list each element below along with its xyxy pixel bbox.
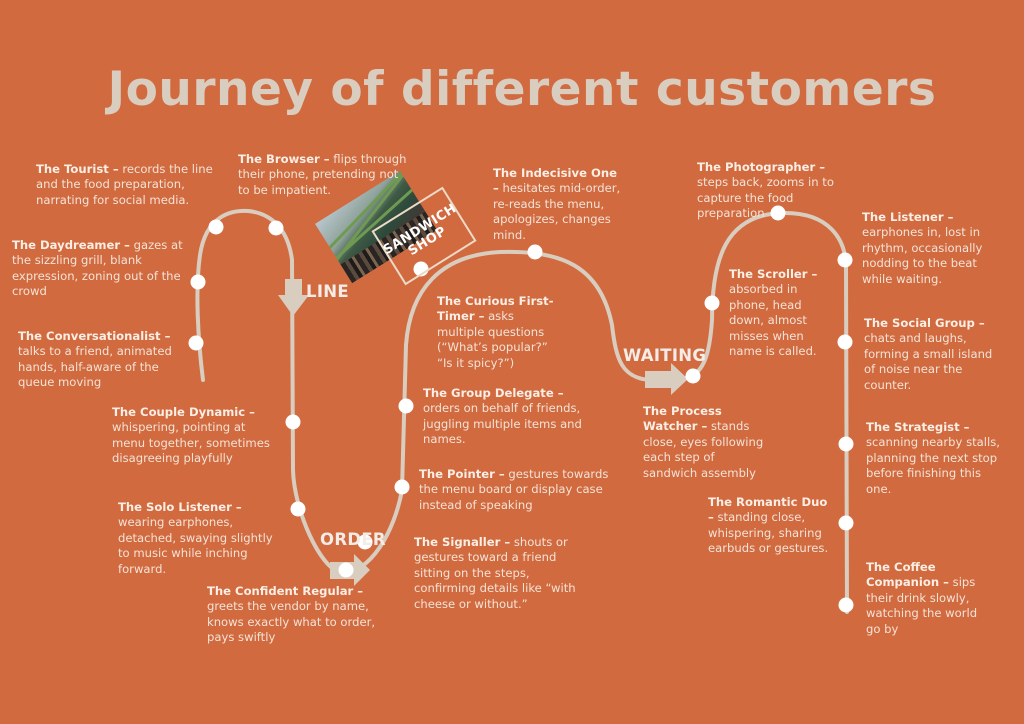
customer-note: The Coffee Companion – sips their drink …: [866, 560, 988, 637]
customer-name: The Curious First-Timer –: [437, 294, 554, 324]
journey-node: [190, 274, 206, 290]
customer-desc: shouts or gestures toward a friend sitti…: [414, 535, 576, 611]
customer-note: The Confident Regular – greets the vendo…: [207, 584, 399, 646]
journey-node: [838, 597, 854, 613]
journey-node: [527, 244, 543, 260]
customer-name: The Solo Listener –: [118, 500, 242, 514]
customer-desc: asks multiple questions (“What’s popular…: [437, 309, 548, 370]
journey-node: [413, 261, 429, 277]
customer-note: The Photographer – steps back, zooms in …: [697, 160, 855, 222]
journey-node: [838, 515, 854, 531]
journey-node: [837, 252, 853, 268]
customer-name: The Strategist –: [866, 420, 970, 434]
stage-label-line: LINE: [306, 282, 349, 301]
customer-desc: talks to a friend, animated hands, half-…: [18, 344, 172, 390]
journey-node: [837, 334, 853, 350]
customer-desc: sips their drink slowly, watching the wo…: [866, 575, 978, 636]
customer-note: The Romantic Duo – standing close, whisp…: [708, 495, 836, 557]
stage-label-order: ORDER: [320, 530, 386, 549]
journey-node: [770, 205, 786, 221]
customer-note: The Signaller – shouts or gestures towar…: [414, 535, 594, 612]
journey-node: [838, 436, 854, 452]
customer-name: The Browser –: [238, 152, 330, 166]
customer-name: The Conversationalist –: [18, 329, 171, 343]
customer-desc: scanning nearby stalls, planning the nex…: [866, 435, 1000, 496]
customer-desc: gestures towards the menu board or displ…: [419, 467, 609, 512]
customer-name: The Pointer –: [419, 467, 505, 481]
customer-note: The Process Watcher – stands close, eyes…: [643, 404, 767, 481]
customer-note: The Couple Dynamic – whispering, pointin…: [112, 405, 272, 467]
customer-desc: absorbed in phone, head down, almost mis…: [729, 282, 817, 359]
journey-path: [195, 208, 849, 614]
customer-note: The Solo Listener – wearing earphones, d…: [118, 500, 286, 577]
customer-note: The Tourist – records the line and the f…: [36, 162, 216, 208]
customer-desc: chats and laughs, forming a small island…: [864, 331, 993, 392]
customer-note: The Strategist – scanning nearby stalls,…: [866, 420, 1006, 497]
customer-name: The Indecisive One –: [493, 166, 617, 196]
line-arrow-icon: [278, 279, 309, 316]
customer-desc: standing close, whispering, sharing earb…: [708, 510, 829, 556]
customer-desc: records the line and the food preparatio…: [36, 162, 213, 207]
journey-node: [268, 220, 284, 236]
customer-desc: whispering, pointing at menu together, s…: [112, 420, 270, 466]
journey-node: [290, 501, 306, 517]
customer-note: The Social Group – chats and laughs, for…: [864, 316, 996, 393]
customer-desc: orders on behalf of friends, juggling mu…: [423, 401, 582, 447]
customer-name: The Signaller –: [414, 535, 511, 549]
journey-node: [357, 534, 373, 550]
customer-desc: flips through their phone, pretending no…: [238, 152, 407, 197]
customer-note: The Curious First-Timer – asks multiple …: [437, 294, 555, 371]
customer-name: The Romantic Duo –: [708, 495, 828, 525]
customer-name: The Couple Dynamic –: [112, 405, 255, 419]
stage-label-waiting: WAITING: [623, 346, 707, 365]
customer-note: The Daydreamer – gazes at the sizzling g…: [12, 238, 184, 300]
customer-name: The Listener –: [862, 210, 954, 224]
customer-note: The Conversationalist – talks to a frien…: [18, 329, 178, 391]
page-title: Journey of different customers: [107, 62, 937, 117]
waiting-arrow-icon: [645, 363, 688, 395]
customer-note: The Indecisive One – hesitates mid-order…: [493, 166, 623, 243]
customer-note: The Group Delegate – orders on behalf of…: [423, 386, 603, 448]
customer-desc: wearing earphones, detached, swaying sli…: [118, 515, 273, 576]
journey-node: [398, 398, 414, 414]
customer-name: The Daydreamer –: [12, 238, 130, 252]
customer-desc: hesitates mid-order, re-reads the menu, …: [493, 181, 621, 242]
journey-node: [285, 414, 301, 430]
journey-node: [394, 479, 410, 495]
customer-name: The Process Watcher –: [643, 404, 722, 434]
journey-node: [188, 335, 204, 351]
customer-name: The Scroller –: [729, 267, 818, 281]
customer-desc: gazes at the sizzling grill, blank expre…: [12, 238, 183, 299]
customer-note: The Scroller – absorbed in phone, head d…: [729, 267, 825, 359]
customer-note: The Listener – earphones in, lost in rhy…: [862, 210, 992, 287]
journey-node: [704, 295, 720, 311]
journey-nodes: [188, 205, 854, 613]
customer-desc: steps back, zooms in to capture the food…: [697, 175, 834, 221]
customer-name: The Group Delegate –: [423, 386, 564, 400]
journey-node: [338, 562, 354, 578]
customer-note: The Pointer – gestures towards the menu …: [419, 467, 615, 513]
customer-name: The Social Group –: [864, 316, 985, 330]
journey-node: [685, 368, 701, 384]
customer-desc: earphones in, lost in rhythm, occasional…: [862, 225, 983, 286]
customer-name: The Photographer –: [697, 160, 826, 174]
customer-note: The Browser – flips through their phone,…: [238, 152, 408, 198]
customer-name: The Coffee Companion –: [866, 560, 949, 590]
customer-name: The Confident Regular –: [207, 584, 364, 598]
journey-node: [208, 219, 224, 235]
customer-name: The Tourist –: [36, 162, 119, 176]
customer-desc: greets the vendor by name, knows exactly…: [207, 599, 376, 645]
customer-desc: stands close, eyes following each step o…: [643, 419, 764, 480]
